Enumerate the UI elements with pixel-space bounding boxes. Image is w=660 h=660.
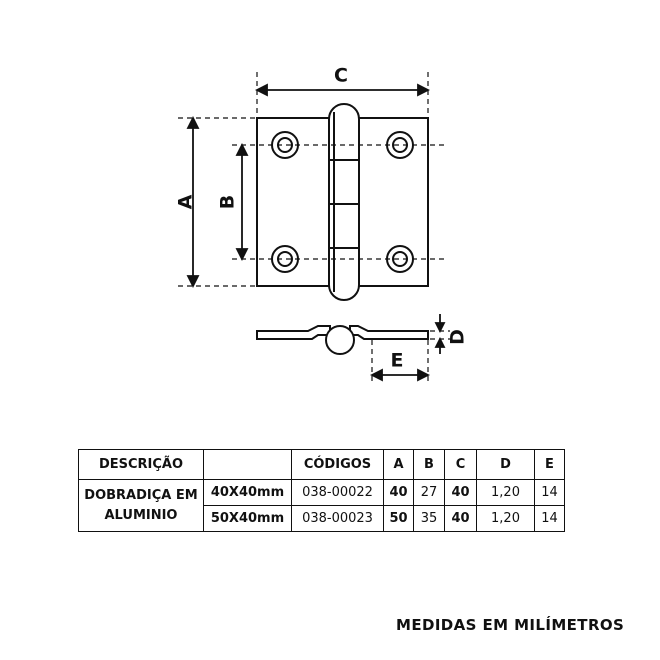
- header-codigos: CÓDIGOS: [291, 449, 384, 480]
- table-header-row: DESCRIÇÃO CÓDIGOS A B C D E: [78, 449, 565, 480]
- dimension-label-b: B: [217, 195, 239, 209]
- size-cell: 40X40mm: [203, 479, 292, 506]
- value-c-cell: 40: [444, 479, 477, 506]
- description-line-1: DOBRADIÇA EM: [84, 487, 198, 503]
- value-e-cell: 14: [534, 505, 565, 532]
- value-d-cell: 1,20: [476, 505, 535, 532]
- hinge-technical-drawing: A B C D E: [175, 65, 469, 382]
- header-d: D: [476, 449, 535, 480]
- hinge-side-view: [256, 325, 429, 355]
- header-a: A: [383, 449, 414, 480]
- description-cell: DOBRADIÇA EM ALUMINIO: [78, 479, 204, 532]
- units-note: MEDIDAS EM MILÍMETROS: [396, 616, 625, 634]
- hinge-front-view: [256, 103, 429, 301]
- header-blank: [203, 449, 292, 480]
- dimension-label-c: C: [334, 65, 348, 87]
- specification-table: DESCRIÇÃO CÓDIGOS A B C D E DOBRADIÇA EM…: [78, 449, 565, 532]
- dimension-arrows: [186, 83, 446, 382]
- dimension-label-e: E: [391, 350, 404, 372]
- code-cell: 038-00023: [291, 505, 384, 532]
- value-c-cell: 40: [444, 505, 477, 532]
- hinge-knuckle: [328, 103, 360, 301]
- description-line-2: ALUMINIO: [104, 507, 178, 523]
- value-a-cell: 40: [383, 479, 414, 506]
- dimension-label-d: D: [447, 329, 469, 345]
- dimension-label-a: A: [175, 194, 197, 209]
- table-row: DOBRADIÇA EM ALUMINIO 40X40mm 038-00022 …: [78, 479, 565, 532]
- side-view-pin: [325, 325, 355, 355]
- header-b: B: [413, 449, 445, 480]
- header-e: E: [534, 449, 565, 480]
- value-b-cell: 27: [413, 479, 445, 506]
- value-e-cell: 14: [534, 479, 565, 506]
- value-b-cell: 35: [413, 505, 445, 532]
- value-a-cell: 50: [383, 505, 414, 532]
- header-c: C: [444, 449, 477, 480]
- header-descricao: DESCRIÇÃO: [78, 449, 204, 480]
- size-cell: 50X40mm: [203, 505, 292, 532]
- value-d-cell: 1,20: [476, 479, 535, 506]
- table-row: 50X40mm 038-00023 50 35 40 1,20 14: [79, 505, 565, 532]
- code-cell: 038-00022: [291, 479, 384, 506]
